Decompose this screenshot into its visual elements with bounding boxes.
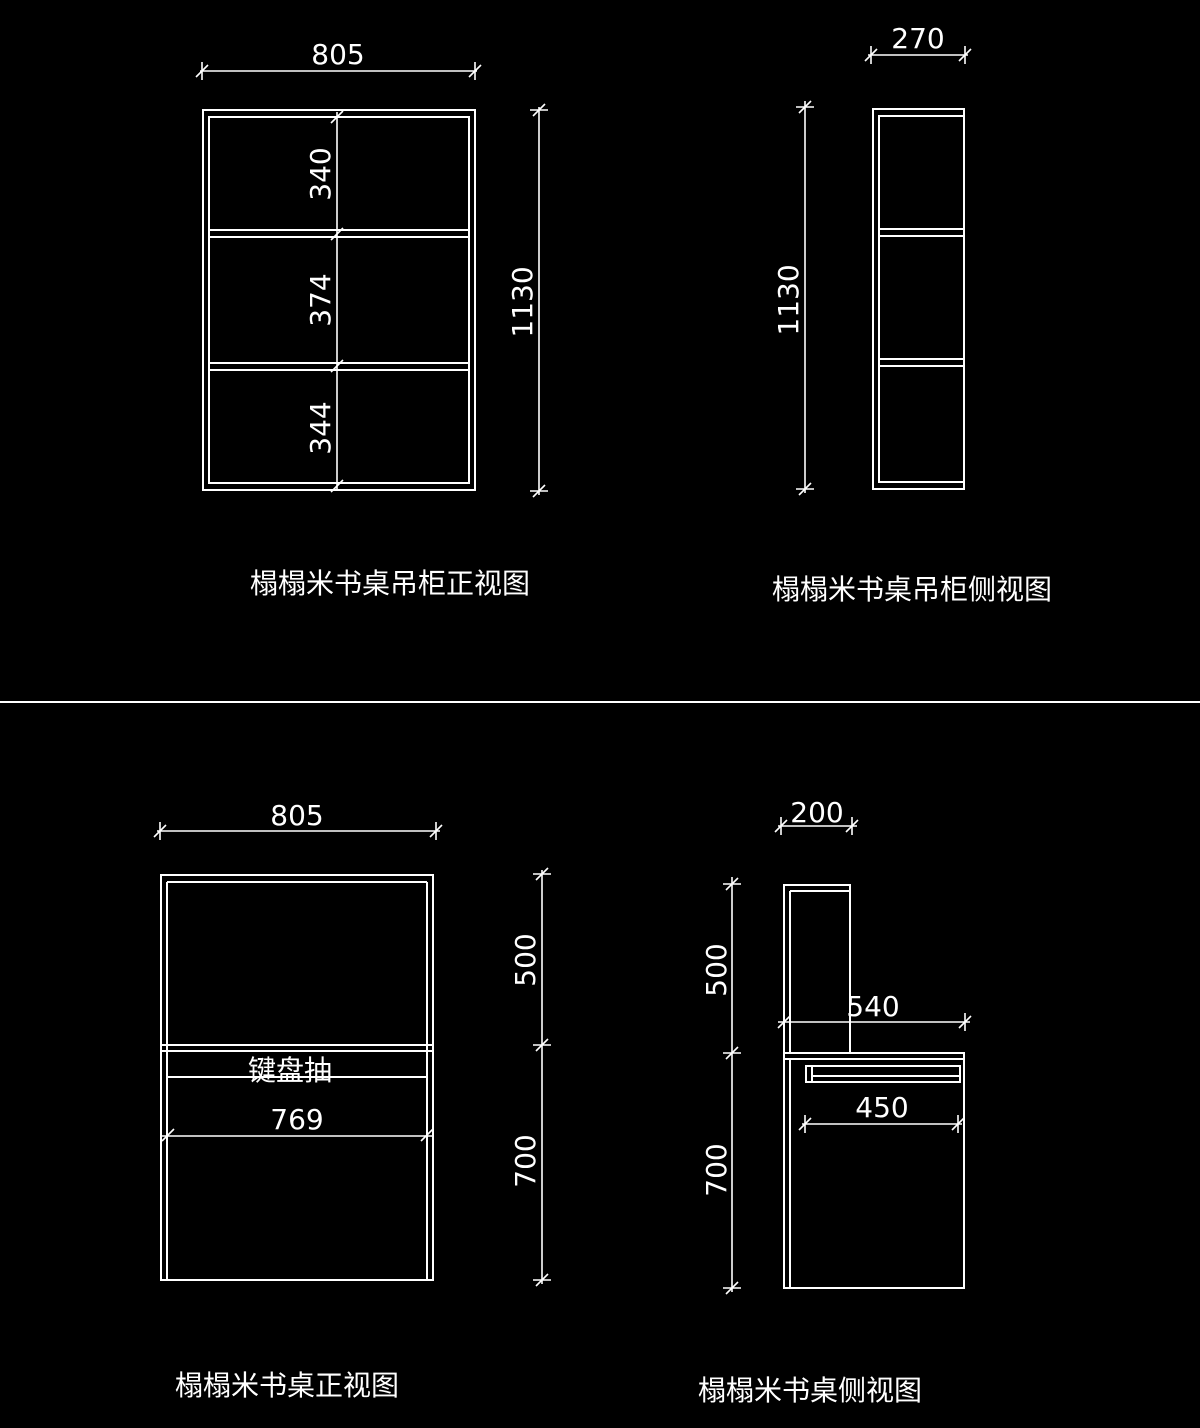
desk-front-lower-height-label: 700	[509, 1134, 542, 1187]
desk-side-upper-height-label: 500	[700, 943, 733, 996]
desk-side-drawer-depth-label: 450	[855, 1091, 908, 1124]
shelf-3-height-label: 344	[304, 401, 337, 454]
cabinet-front-height-label: 1130	[506, 266, 539, 337]
shelf-2-height-label: 374	[304, 273, 337, 326]
cabinet-front-view: 805 1130 340 374 344 榻榻米书桌吊柜正视图	[195, 38, 548, 600]
cabinet-side-height-label: 1130	[772, 264, 805, 335]
desk-side-top-depth-label: 200	[790, 796, 843, 829]
desk-front-width-dimension: 805	[153, 799, 443, 840]
desk-front-title: 榻榻米书桌正视图	[175, 1369, 399, 1402]
keyboard-drawer-label: 键盘抽	[248, 1054, 332, 1087]
desk-side-top-depth-dimension: 200	[774, 796, 859, 835]
desk-side-drawer-depth-dimension: 450	[798, 1091, 965, 1133]
cabinet-front-width-dimension: 805	[195, 38, 482, 80]
desk-side-depth-dimension: 540	[777, 990, 972, 1031]
cabinet-side-title: 榻榻米书桌吊柜侧视图	[772, 573, 1052, 606]
desk-front-height-dimension: 500 700	[509, 867, 551, 1287]
cabinet-front-title: 榻榻米书桌吊柜正视图	[250, 567, 530, 600]
desk-side-depth-label: 540	[846, 990, 899, 1023]
cabinet-side-depth-label: 270	[891, 22, 944, 55]
cabinet-side-depth-dimension: 270	[864, 22, 972, 64]
desk-inner-width-label: 769	[270, 1103, 323, 1136]
cabinet-front-height-dimension: 1130	[506, 103, 548, 498]
desk-side-view: 200 540 450 500 700	[698, 796, 972, 1407]
shelf-1-height-label: 340	[304, 147, 337, 200]
desk-side-title: 榻榻米书桌侧视图	[698, 1374, 922, 1407]
cabinet-side-height-dimension: 1130	[772, 100, 814, 496]
desk-front-view: 键盘抽 769 805 500 700 榻榻	[153, 799, 551, 1402]
desk-side-lower-height-label: 700	[700, 1143, 733, 1196]
desk-front-width-label: 805	[270, 799, 323, 832]
cabinet-front-width-label: 805	[311, 38, 364, 71]
desk-front-upper-height-label: 500	[509, 933, 542, 986]
cabinet-side-view: 270 1130 榻榻米书桌吊柜侧视图	[772, 22, 1052, 606]
desk-inner-width-dimension: 769	[161, 1103, 434, 1142]
desk-side-height-dimension: 500 700	[700, 877, 741, 1295]
